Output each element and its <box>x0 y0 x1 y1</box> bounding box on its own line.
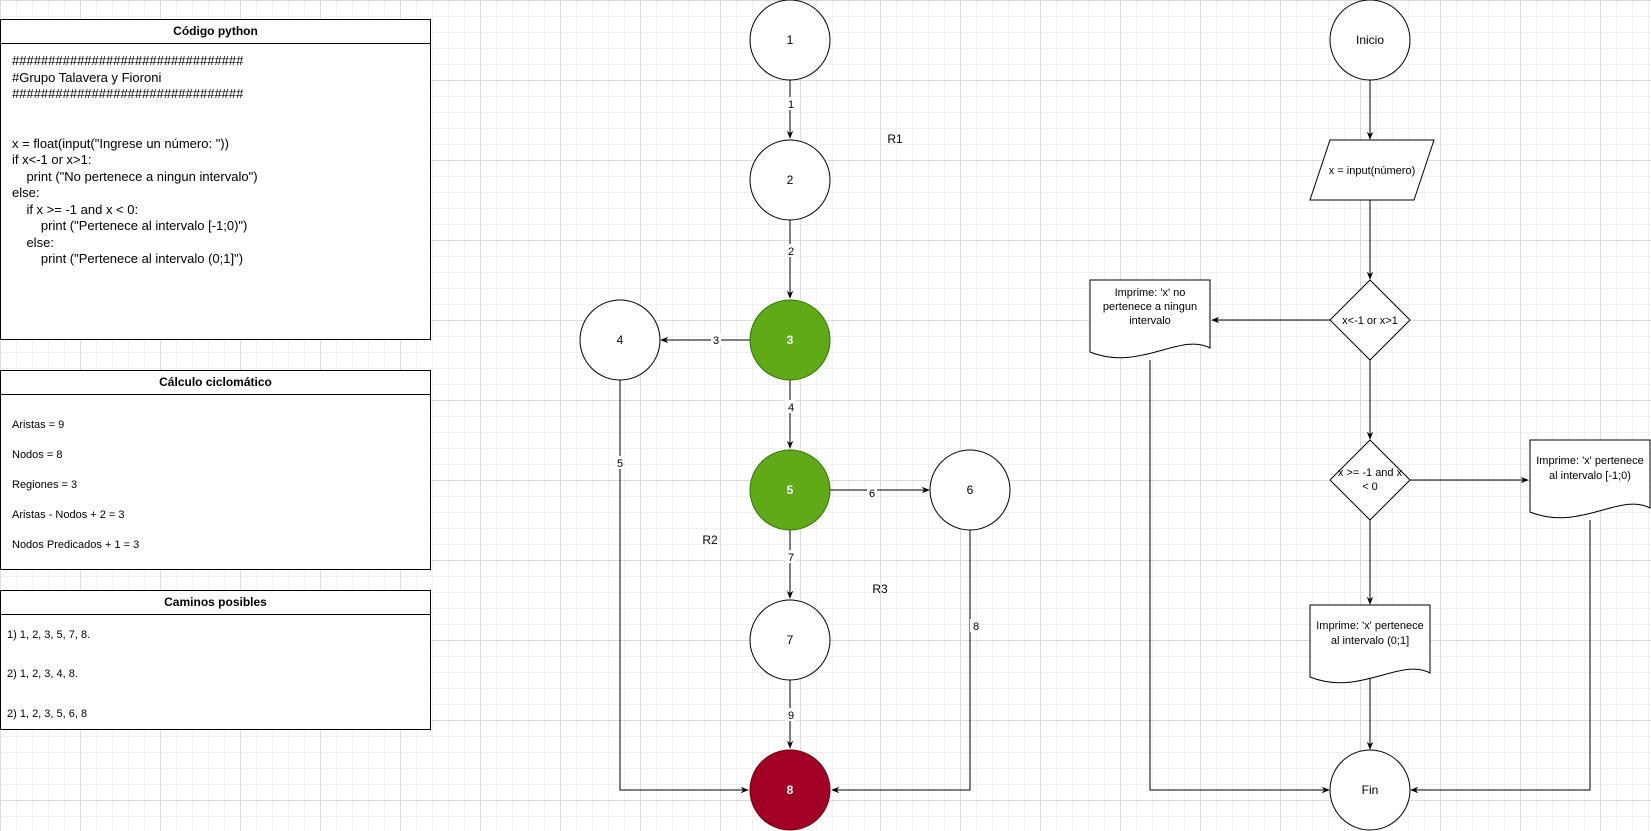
code-line: #Grupo Talavera y Fioroni <box>12 69 162 85</box>
code-line: ################################ <box>12 86 244 101</box>
flow-outneg-end <box>1410 520 1591 794</box>
path-line: 1) 1, 2, 3, 5, 7, 8. <box>7 629 91 641</box>
flowchart-output-pos <box>1309 604 1431 684</box>
flowchart-output-pos-label-2: al intervalo (0;1] <box>1331 635 1409 647</box>
edge-label-2: 2 <box>788 246 794 258</box>
flowchart-decision-2-label-1: x >= -1 and x <box>1338 467 1403 479</box>
region-label-r1: R1 <box>887 132 903 146</box>
calc-panel-title: Cálculo ciclomático <box>1 371 430 395</box>
flowchart-input <box>1309 139 1435 201</box>
graph-node-2-label: 2 <box>787 173 794 187</box>
edge-label-4: 4 <box>788 402 794 414</box>
flowchart-input-label: x = input(número) <box>1329 165 1416 177</box>
graph-node-7-label: 7 <box>787 633 794 647</box>
flowchart-output-neg <box>1529 439 1651 519</box>
edge-4-8 <box>619 380 749 794</box>
graph-node-5 <box>749 449 831 531</box>
graph-node-2 <box>749 139 831 221</box>
flowchart-output-pos-label-1: Imprime: 'x' pertenece <box>1316 620 1424 632</box>
edge-label-5: 5 <box>617 458 623 470</box>
flowchart-decision-2-label-2: < 0 <box>1362 481 1378 493</box>
edge-label-6: 6 <box>869 488 875 500</box>
flow-outnone-end <box>1149 360 1330 794</box>
code-panel-title: Código python <box>1 20 430 44</box>
calc-line: Regiones = 3 <box>12 479 78 491</box>
graph-node-4 <box>579 299 661 381</box>
flowchart-start-label: Inicio <box>1356 33 1384 47</box>
flowchart-decision-1-label: x<-1 or x>1 <box>1342 315 1398 327</box>
calc-line: Aristas = 9 <box>12 419 65 431</box>
graph-node-3-label: 3 <box>787 333 794 347</box>
graph-node-3 <box>749 299 831 381</box>
graph-node-8 <box>749 749 831 831</box>
flowchart-end <box>1329 749 1411 831</box>
code-block: ################################ #Grupo … <box>1 44 430 268</box>
flowchart-output-none-label-2: pertenece a ningun <box>1103 301 1197 313</box>
calc-line: Nodos = 8 <box>12 449 63 461</box>
code-line: x = float(input("Ingrese un número: ")) <box>12 135 229 151</box>
code-line: print ("Pertenece al intervalo (0;1]") <box>12 251 244 266</box>
flowchart-output-neg-label-2: al intervalo [-1;0) <box>1549 470 1631 482</box>
code-panel: Código python ##########################… <box>0 19 431 340</box>
graph-node-4-label: 4 <box>617 333 624 347</box>
paths-panel-title: Caminos posibles <box>1 591 430 615</box>
code-line: else: <box>12 185 40 200</box>
flowchart-decision-2 <box>1329 439 1411 521</box>
graph-node-7 <box>749 599 831 681</box>
edge-label-8: 8 <box>973 621 979 633</box>
graph-node-6-label: 6 <box>967 483 974 497</box>
code-line: else: <box>12 234 54 250</box>
graph-node-1 <box>749 0 831 81</box>
flowchart-output-neg-label-1: Imprime: 'x' pertenece <box>1536 455 1644 467</box>
calc-panel: Cálculo ciclomático Aristas = 9 Nodos = … <box>0 370 431 570</box>
graph-node-6 <box>929 449 1011 531</box>
calc-line: Nodos Predicados + 1 = 3 <box>12 539 140 551</box>
flowchart-start <box>1329 0 1411 81</box>
path-line: 2) 1, 2, 3, 5, 6, 8 <box>7 708 88 720</box>
edge-label-9: 9 <box>788 710 794 722</box>
flowchart-end-label: Fin <box>1362 783 1379 797</box>
code-line: if x >= -1 and x < 0: <box>12 201 139 217</box>
flowchart-output-none-label-3: intervalo <box>1129 315 1171 327</box>
graph-node-8-label: 8 <box>787 783 794 797</box>
edge-label-3: 3 <box>713 335 719 347</box>
graph-node-1-label: 1 <box>787 33 794 47</box>
code-line: if x<-1 or x>1: <box>12 152 92 167</box>
graph-node-5-label: 5 <box>787 483 794 497</box>
flowchart-output-none <box>1089 279 1211 359</box>
region-label-r2: R2 <box>702 533 718 547</box>
path-line: 2) 1, 2, 3, 4, 8. <box>7 668 78 680</box>
edge-label-7: 7 <box>788 552 794 564</box>
edge-6-8 <box>831 530 971 794</box>
code-line: ################################ <box>12 53 244 68</box>
region-label-r3: R3 <box>872 582 888 596</box>
flowchart-output-none-label-1: Imprime: 'x' no <box>1115 287 1186 299</box>
edge-label-1: 1 <box>788 99 794 111</box>
code-line: print ("No pertenece a ningun intervalo"… <box>12 168 258 184</box>
flowchart-decision-1 <box>1329 279 1411 361</box>
paths-panel: Caminos posibles 1) 1, 2, 3, 5, 7, 8. 2)… <box>0 590 431 730</box>
code-line: print ("Pertenece al intervalo [-1;0)") <box>12 218 248 233</box>
calc-line: Aristas - Nodos + 2 = 3 <box>12 509 125 521</box>
